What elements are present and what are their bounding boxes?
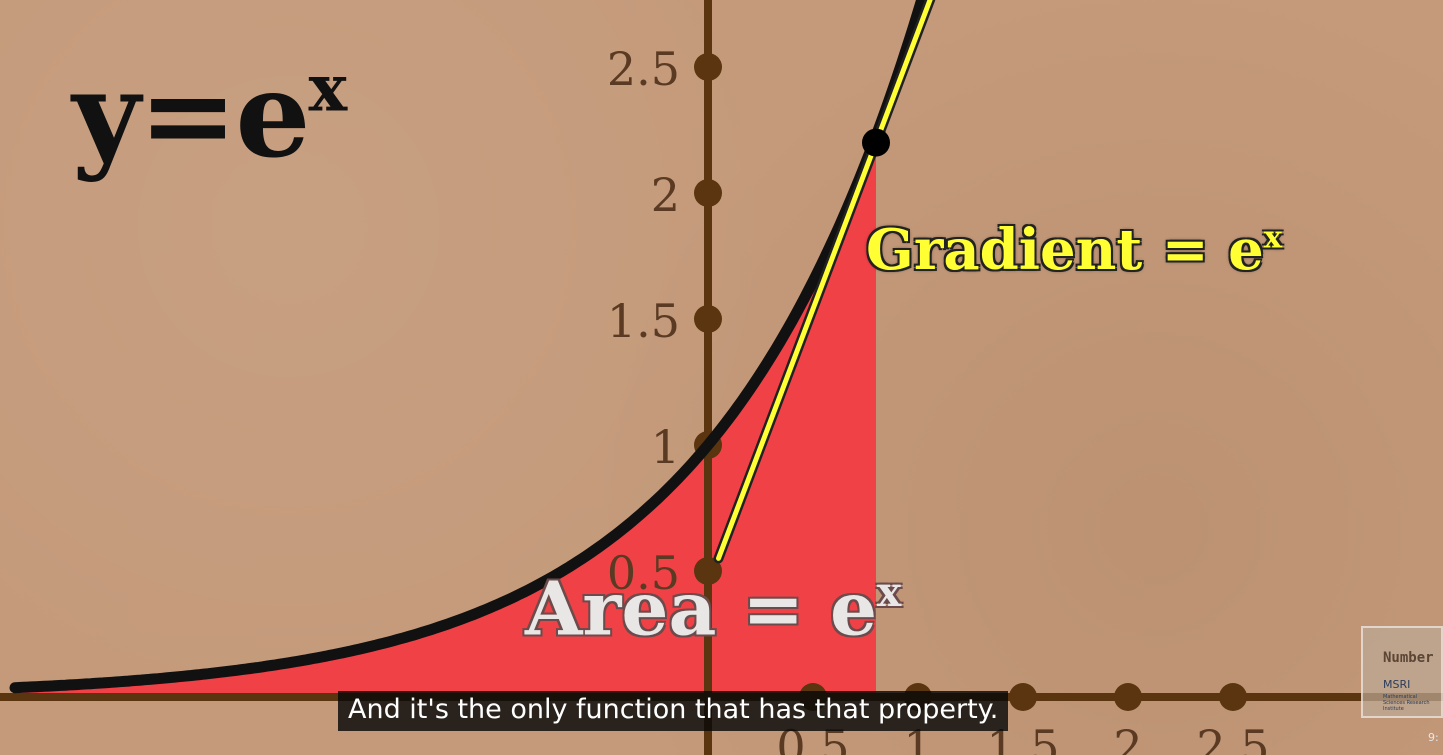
y-tick-label: 2 [651,168,680,222]
gradient-label: Gradient = ex [866,222,1282,278]
x-tick-label: 2 [1113,720,1142,755]
exp-curve [9,0,928,694]
x-tick-label: 2.5 [1196,720,1269,755]
gradient-label-text: Gradient = e [866,217,1264,283]
x-tick-dot [1009,683,1037,711]
y-tick-dot [694,179,722,207]
watermark-org: MSRI [1383,678,1411,691]
watermark-subtitle: Mathematical Sciences Research Institute [1383,694,1430,712]
watermark-title: Number [1383,650,1434,666]
y-tick-dot [694,557,722,585]
y-axis-ticks: 0.5 1 1.5 2 2.5 [607,42,722,600]
area-label-text: Area = e [525,566,878,653]
y-tick-label: 1.5 [607,294,680,348]
x-tick-dot [1219,683,1247,711]
y-tick-label: 0.5 [607,546,680,600]
shaded-area [15,136,876,697]
channel-watermark[interactable]: Number MSRI Mathematical Sciences Resear… [1361,626,1443,718]
y-tick-dot [694,305,722,333]
tangent-point [862,128,890,157]
y-tick-label: 1 [651,420,680,474]
equation-base: y=e [72,45,311,184]
equation-exponent: x [308,50,348,127]
area-label: Area = ex [525,572,901,647]
x-tick-dot [1114,683,1142,711]
y-tick-dot [694,53,722,81]
tangent-line [716,0,933,561]
subtitle-caption: And it's the only function that has that… [338,691,1009,732]
time-readout: 9: [1428,731,1439,744]
area-label-exponent: x [877,568,902,616]
y-tick-label: 2.5 [607,42,680,96]
gradient-label-exponent: x [1263,219,1283,256]
equation-title: y=ex [72,56,347,174]
